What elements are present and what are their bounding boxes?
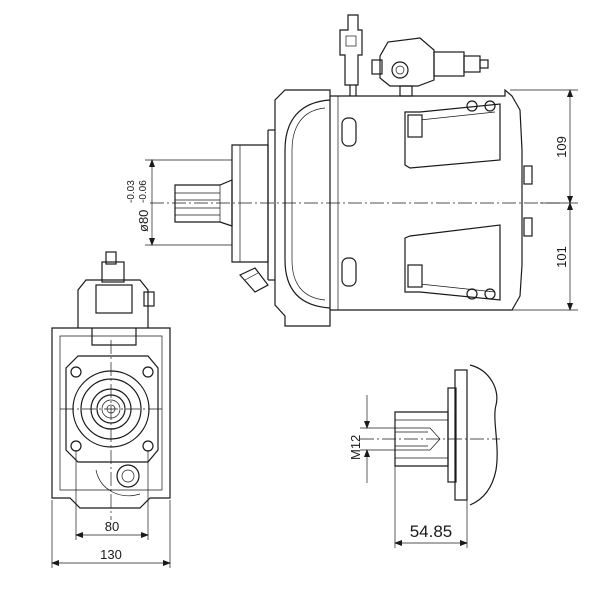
dim-upper-height: 109 [554,136,569,158]
dim-shaft-length: 54.85 [410,522,453,541]
side-view: 109 101 ø80 -0.03 -0.06 [126,14,578,327]
dim-bolt-spacing: 80 [105,519,119,534]
shaft-detail-view: M12 54.85 [348,364,500,548]
dim-overall-width: 130 [100,547,122,562]
dim-lower-height: 101 [554,246,569,268]
front-view: 80 130 [51,251,171,568]
dim-shaft-diameter: ø80 [136,210,151,232]
dim-shaft-tolerance-upper: -0.03 [126,180,137,203]
dim-shaft-tolerance-lower: -0.06 [138,180,149,203]
dim-thread-size: M12 [348,435,363,460]
